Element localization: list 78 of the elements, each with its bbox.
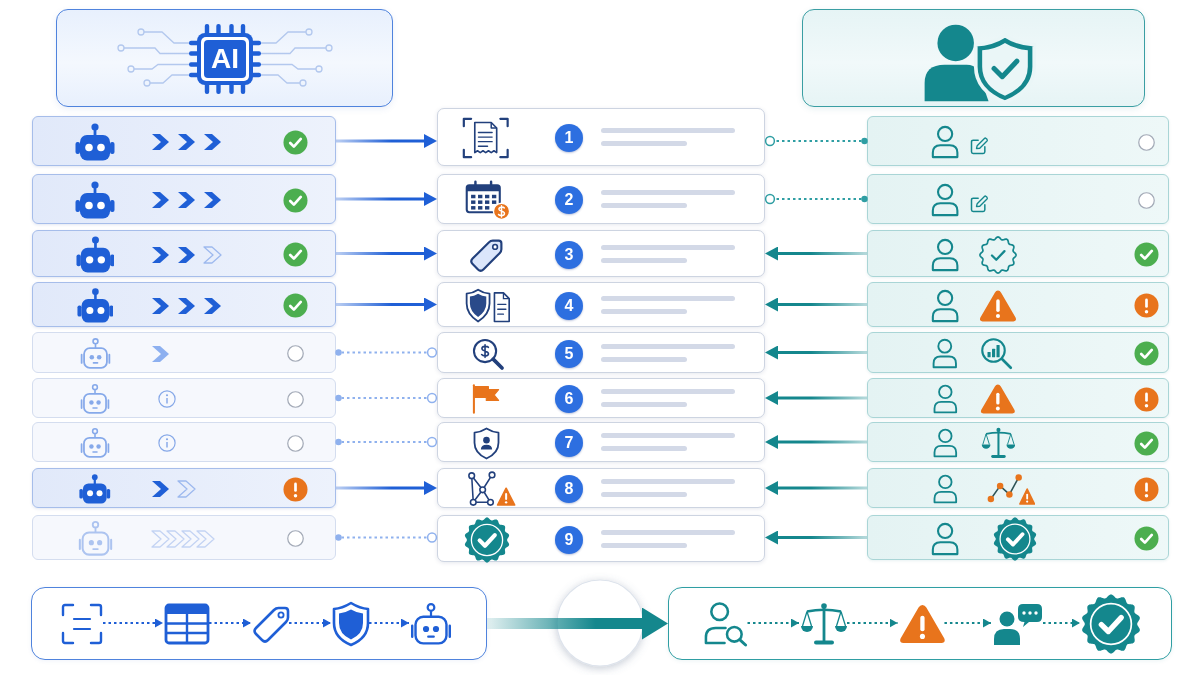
tag-icon <box>252 604 290 644</box>
header-panel <box>56 9 393 107</box>
dotted-connector <box>335 392 438 404</box>
flow-panel <box>31 587 487 660</box>
dotted-connector <box>335 532 438 543</box>
task-row-card <box>32 174 336 224</box>
number-badge: 4 <box>555 291 583 320</box>
review-row-card <box>867 116 1169 166</box>
arrow <box>765 246 867 261</box>
dotted-arrow <box>943 618 992 628</box>
step-card <box>437 378 765 418</box>
table-icon <box>164 603 210 645</box>
dotted-arrow <box>208 618 252 628</box>
thick-arrow <box>487 607 668 640</box>
review-row-card <box>867 422 1169 462</box>
step-card <box>437 174 765 224</box>
dotted-arrow <box>1042 618 1081 628</box>
number-badge: 9 <box>555 525 583 554</box>
dotted-connector <box>335 436 438 448</box>
number-badge: 7 <box>555 429 583 457</box>
flow-panel <box>668 587 1172 660</box>
task-row-card <box>32 422 336 462</box>
header-panel <box>802 9 1145 107</box>
arrow <box>765 481 867 495</box>
number-badge: 3 <box>555 240 583 269</box>
review-row-card <box>867 332 1169 373</box>
task-row-card <box>32 230 336 277</box>
step-card <box>437 468 765 508</box>
step-card <box>437 422 765 462</box>
robot-icon <box>410 603 452 645</box>
warning-icon <box>898 603 946 645</box>
arrow <box>336 246 437 261</box>
person-search-icon <box>703 601 749 647</box>
step-card <box>437 282 765 327</box>
dotted-arrow <box>846 618 899 628</box>
person-chat-icon <box>992 602 1044 646</box>
number-badge: 2 <box>555 186 583 214</box>
step-card <box>437 332 765 373</box>
arrow <box>336 481 437 495</box>
dotted-connector <box>335 347 438 358</box>
number-badge: 6 <box>555 385 583 413</box>
step-card <box>437 108 765 166</box>
arrow <box>765 530 867 545</box>
task-row-card <box>32 332 336 373</box>
arrow <box>336 192 437 206</box>
step-card <box>437 230 765 277</box>
dotted-connector <box>764 135 868 147</box>
chip-label: AI <box>210 42 240 76</box>
step-card <box>437 515 765 562</box>
review-row-card <box>867 230 1169 277</box>
number-badge: 1 <box>555 124 583 152</box>
arrow <box>336 134 437 148</box>
badge-check-icon <box>1081 594 1141 654</box>
review-row-card <box>867 378 1169 418</box>
scan-frame-icon <box>60 602 104 646</box>
arrow <box>765 391 867 405</box>
review-row-card <box>867 282 1169 327</box>
review-row-card <box>867 515 1169 560</box>
review-row-card <box>867 174 1169 224</box>
task-row-card <box>32 282 336 327</box>
dotted-connector <box>764 193 868 205</box>
arrow <box>765 345 867 360</box>
dotted-arrow <box>102 618 164 628</box>
task-row-card <box>32 378 336 418</box>
task-row-card <box>32 116 336 166</box>
task-row-card <box>32 515 336 560</box>
shield-icon <box>332 601 370 647</box>
dotted-arrow <box>288 618 332 628</box>
task-row-card <box>32 468 336 508</box>
arrow <box>336 297 437 312</box>
dotted-arrow <box>368 618 410 628</box>
scale-icon <box>800 602 848 646</box>
number-badge: 5 <box>555 339 583 368</box>
dotted-arrow <box>746 618 800 628</box>
arrow <box>765 435 867 449</box>
number-badge: 8 <box>555 475 583 503</box>
arrow <box>765 297 867 312</box>
review-row-card <box>867 468 1169 508</box>
